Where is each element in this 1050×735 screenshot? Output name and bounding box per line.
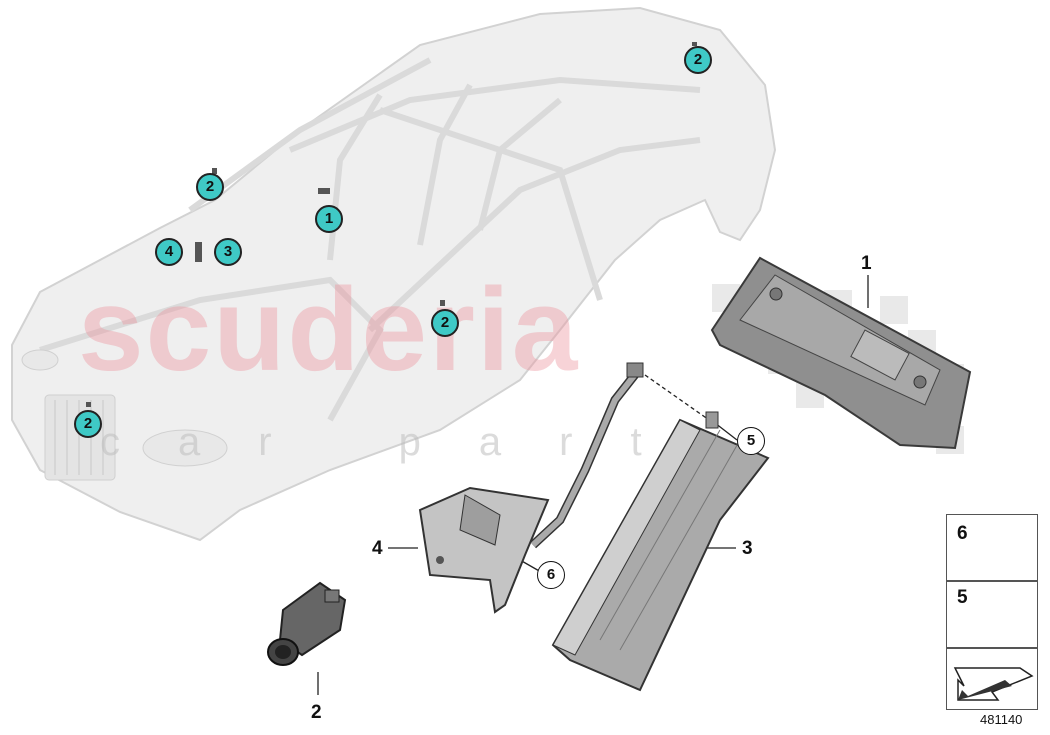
diagram-number: 481140 bbox=[980, 712, 1023, 727]
part-label-4: 4 bbox=[372, 538, 383, 559]
leader-lines bbox=[317, 275, 869, 695]
callout-2[interactable]: 2 bbox=[684, 46, 712, 74]
legend-number-5: 5 bbox=[957, 587, 968, 608]
callout-2[interactable]: 2 bbox=[196, 173, 224, 201]
part-4-bracket bbox=[418, 486, 550, 614]
part-label-3: 3 bbox=[742, 538, 753, 559]
callout-2[interactable]: 2 bbox=[74, 410, 102, 438]
legend-box-6 bbox=[946, 514, 1038, 581]
part-1-control-unit-housing bbox=[710, 256, 972, 450]
callout-4[interactable]: 4 bbox=[155, 238, 183, 266]
part-label-1: 1 bbox=[861, 253, 872, 274]
part-label-2: 2 bbox=[311, 702, 322, 723]
part-3-module bbox=[551, 411, 770, 692]
legend-box-5 bbox=[946, 581, 1038, 648]
callout-3[interactable]: 3 bbox=[214, 238, 242, 266]
ring-callout-5: 5 bbox=[737, 427, 765, 455]
legend-number-6: 6 bbox=[957, 523, 968, 544]
cable bbox=[529, 362, 644, 549]
callout-1[interactable]: 1 bbox=[315, 205, 343, 233]
legend-box-arrow bbox=[946, 648, 1038, 710]
orientation-arrow-icon bbox=[953, 667, 1034, 701]
part-2-sensor bbox=[267, 581, 347, 666]
ring-callout-6: 6 bbox=[537, 561, 565, 589]
car-body bbox=[11, 6, 777, 542]
car-sensor-marks bbox=[86, 42, 697, 407]
callout-2[interactable]: 2 bbox=[431, 309, 459, 337]
